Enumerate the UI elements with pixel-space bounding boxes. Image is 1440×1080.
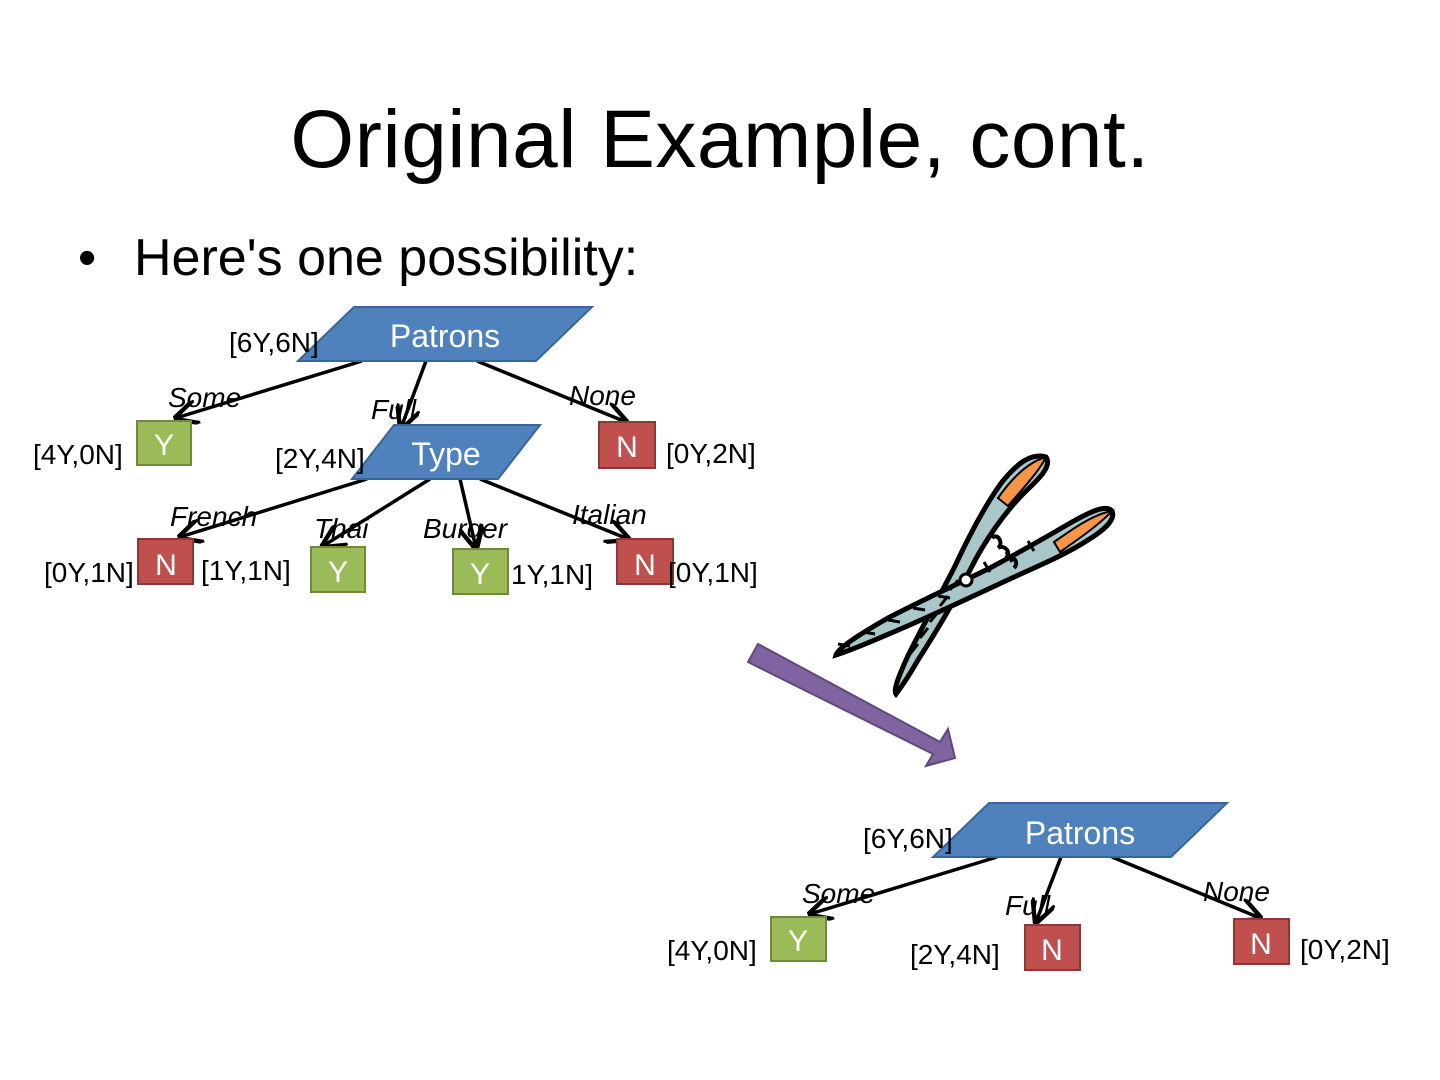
edge-label-some: Some (168, 382, 241, 413)
root-counts: [6Y,6N] (863, 823, 953, 854)
leaf-counts: 1Y,1N] (511, 559, 593, 590)
leaf-label: Y (328, 556, 348, 589)
arrow-right-down-icon (748, 644, 955, 766)
leaf-counts: [4Y,0N] (33, 439, 123, 470)
leaf-counts: [0Y,2N] (1300, 934, 1390, 965)
leaf-label: Y (470, 558, 490, 591)
leaf-label: Y (788, 925, 808, 958)
leaf-counts: [1Y,1N] (201, 555, 291, 586)
pruned-tree: Patrons [6Y,6N] Some Full None Y [4Y,0N]… (667, 803, 1390, 970)
edge-label-none: None (569, 380, 636, 411)
edge-label-french: French (170, 501, 257, 532)
leaf-label: N (634, 549, 656, 582)
edge-label-thai: Thai (314, 513, 369, 544)
scissors-icon (836, 456, 1113, 694)
edge-label-italian: Italian (572, 499, 647, 530)
root-node-label: Patrons (390, 318, 500, 354)
edge-label-some: Some (802, 878, 875, 909)
node-type-counts: [2Y,4N] (275, 443, 365, 474)
leaf-label: Y (154, 429, 174, 462)
node-type-label: Type (411, 436, 480, 472)
leaf-counts: [0Y,1N] (44, 557, 134, 588)
leaf-label: N (155, 549, 177, 582)
leaf-counts: [2Y,4N] (910, 939, 1000, 970)
full-tree: Patrons [6Y,6N] Some Full None Y [4Y,0N]… (33, 307, 758, 594)
leaf-label: N (616, 431, 638, 464)
edge-label-full: Full (1005, 890, 1051, 921)
leaf-label: N (1041, 934, 1063, 967)
root-counts: [6Y,6N] (229, 327, 319, 358)
edge-label-burger: Burger (423, 513, 509, 544)
edge-label-none: None (1203, 876, 1270, 907)
leaf-counts: [4Y,0N] (667, 935, 757, 966)
leaf-label: N (1250, 928, 1272, 961)
leaf-counts: [0Y,2N] (666, 438, 756, 469)
leaf-counts: [0Y,1N] (668, 557, 758, 588)
edge-label-full: Full (371, 394, 417, 425)
root-node-label: Patrons (1025, 815, 1135, 851)
